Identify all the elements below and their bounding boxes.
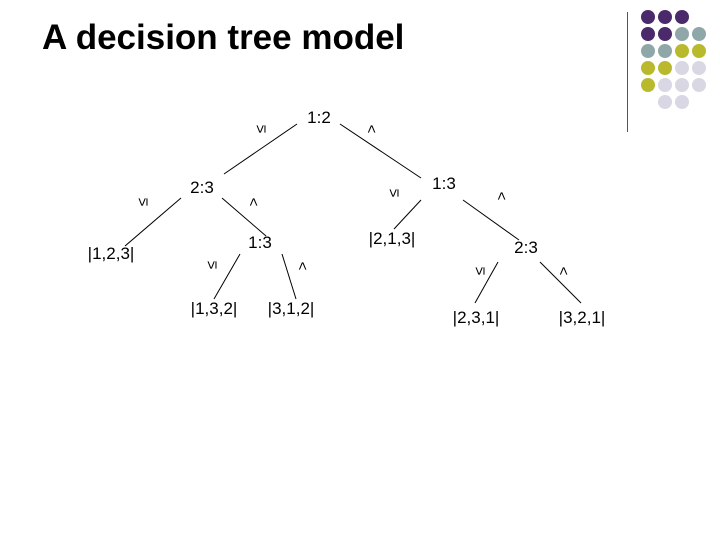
leaf-312: |3,1,2| [267, 299, 315, 318]
decorative-dot [675, 61, 689, 75]
decorative-dot [675, 27, 689, 41]
edge-label-le: ≤ [203, 260, 221, 270]
edge-label-le: ≤ [385, 188, 403, 198]
edge-label-gt: > [245, 197, 263, 207]
decorative-dot [692, 44, 706, 58]
edge-mid-leaf312 [281, 253, 297, 300]
edge-root-right [339, 123, 422, 179]
edge-label-le: ≤ [252, 124, 270, 134]
decorative-dot [641, 44, 655, 58]
edge-label-gt: > [555, 266, 573, 276]
leaf-213: |2,1,3| [368, 229, 416, 248]
decorative-dot [641, 61, 655, 75]
edge-label-le: ≤ [134, 197, 152, 207]
decorative-dot [658, 78, 672, 92]
decorative-dot [692, 27, 706, 41]
node-right-1-3: 1:3 [432, 174, 456, 193]
node-root: 1:2 [307, 108, 331, 127]
leaf-231: |2,3,1| [452, 308, 500, 327]
node-left-2-3: 2:3 [190, 178, 214, 197]
decorative-dot [641, 27, 655, 41]
decorative-dot [658, 95, 672, 109]
edge-right-leaf213 [393, 199, 422, 230]
decorative-dot [658, 44, 672, 58]
decorative-dot [675, 78, 689, 92]
decorative-dot [675, 10, 689, 24]
edge-left-mid [221, 197, 267, 237]
decorative-dot [692, 61, 706, 75]
edge-mid-leaf132 [213, 253, 241, 300]
leaf-123: |1,2,3| [87, 244, 135, 263]
decorative-dot [675, 44, 689, 58]
edge-right-right23 [462, 199, 520, 241]
edge-label-le: ≤ [471, 266, 489, 276]
node-right-2-3: 2:3 [514, 238, 538, 257]
leaf-321: |3,2,1| [558, 308, 606, 327]
decorative-dot [641, 78, 655, 92]
node-mid-1-3: 1:3 [248, 233, 272, 252]
decorative-dot [658, 61, 672, 75]
leaf-132: |1,3,2| [190, 299, 238, 318]
slide-title: A decision tree model [42, 18, 405, 57]
edge-r23-leaf321 [539, 261, 582, 304]
edge-label-gt: > [363, 124, 381, 134]
edge-left-leaf123 [124, 197, 182, 247]
decorative-dot [641, 10, 655, 24]
decorative-dot [692, 78, 706, 92]
edge-label-gt: > [493, 191, 511, 201]
decorative-dot [658, 10, 672, 24]
edge-root-left [223, 123, 298, 175]
decorative-dot [658, 27, 672, 41]
edge-label-gt: > [294, 261, 312, 271]
decorative-dot [675, 95, 689, 109]
edge-r23-leaf231 [474, 261, 499, 304]
decorative-divider [627, 12, 628, 132]
